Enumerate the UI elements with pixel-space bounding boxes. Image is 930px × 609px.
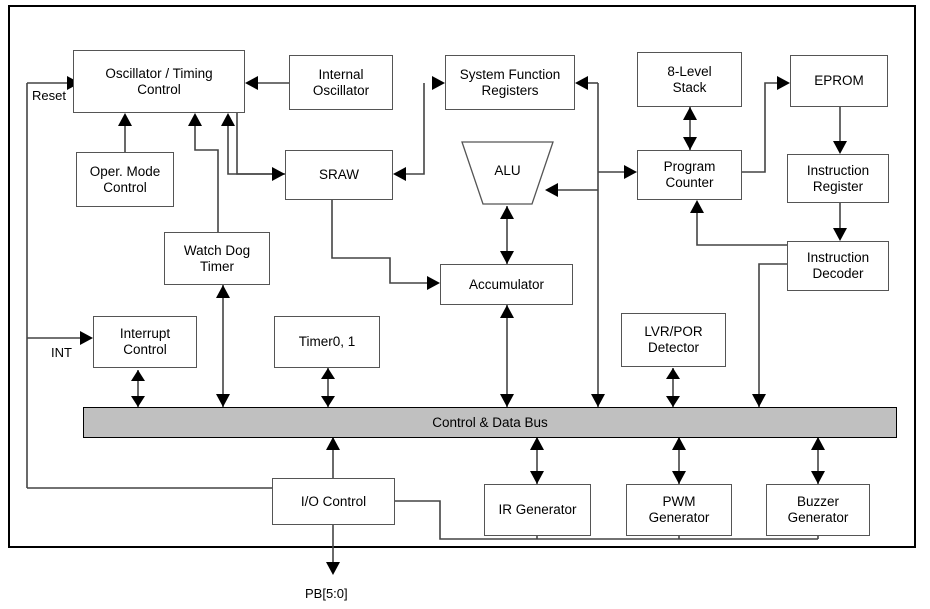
- block-ir-generator[interactable]: IR Generator: [484, 484, 591, 536]
- block-label: Program Counter: [663, 159, 716, 190]
- block-label: LVR/POR Detector: [644, 324, 703, 355]
- block-timer0-1[interactable]: Timer0, 1: [274, 316, 380, 368]
- block-label: ALU: [494, 162, 521, 178]
- block-label: 8-Level Stack: [667, 63, 712, 95]
- block-oscillator-timing-control[interactable]: Oscillator / Timing Control: [73, 50, 245, 113]
- arrowhead-pb: [326, 562, 340, 575]
- block-alu[interactable]: ALU: [460, 140, 555, 206]
- block-label: Watch Dog Timer: [183, 242, 251, 274]
- block-label: SRAW: [319, 167, 359, 183]
- block-label: Interrupt Control: [119, 326, 171, 357]
- block-io-control[interactable]: I/O Control: [272, 478, 395, 525]
- block-label: PWM Generator: [648, 494, 710, 525]
- block-label: System Function Registers: [459, 66, 561, 98]
- block-eprom[interactable]: EPROM: [790, 55, 888, 107]
- control-and-data-bus[interactable]: Control & Data Bus: [83, 407, 897, 438]
- block-label: Internal Oscillator: [312, 66, 370, 98]
- block-buzzer-generator[interactable]: Buzzer Generator: [766, 484, 870, 536]
- block-interrupt-control[interactable]: Interrupt Control: [93, 316, 197, 368]
- block-label: Instruction Decoder: [806, 250, 870, 281]
- signal-label-reset: Reset: [32, 88, 66, 103]
- block-internal-oscillator[interactable]: Internal Oscillator: [289, 55, 393, 110]
- block-watch-dog-timer[interactable]: Watch Dog Timer: [164, 232, 270, 285]
- block-sraw[interactable]: SRAW: [285, 150, 393, 200]
- bus-label: Control & Data Bus: [432, 415, 548, 430]
- block-label: Oscillator / Timing Control: [105, 65, 213, 97]
- block-instruction-decoder[interactable]: Instruction Decoder: [787, 241, 889, 291]
- block-label: EPROM: [814, 73, 864, 89]
- block-system-function-registers[interactable]: System Function Registers: [445, 55, 575, 110]
- signal-label-pb: PB[5:0]: [305, 586, 348, 601]
- alu-shape: [461, 141, 554, 205]
- block-label: Oper. Mode Control: [89, 163, 161, 195]
- block-label: I/O Control: [300, 493, 367, 509]
- block-8-level-stack[interactable]: 8-Level Stack: [637, 52, 742, 107]
- block-pwm-generator[interactable]: PWM Generator: [626, 484, 732, 536]
- block-label: Instruction Register: [806, 162, 870, 194]
- block-instruction-register[interactable]: Instruction Register: [787, 154, 889, 203]
- block-label: Timer0, 1: [298, 334, 356, 350]
- block-oper-mode-control[interactable]: Oper. Mode Control: [76, 152, 174, 207]
- signal-label-int: INT: [51, 345, 72, 360]
- block-program-counter[interactable]: Program Counter: [637, 150, 742, 200]
- block-lvr-por-detector[interactable]: LVR/POR Detector: [621, 313, 726, 367]
- block-label: Buzzer Generator: [787, 494, 849, 525]
- block-label: IR Generator: [498, 502, 577, 518]
- block-accumulator[interactable]: Accumulator: [440, 264, 573, 305]
- block-label: Accumulator: [468, 276, 545, 292]
